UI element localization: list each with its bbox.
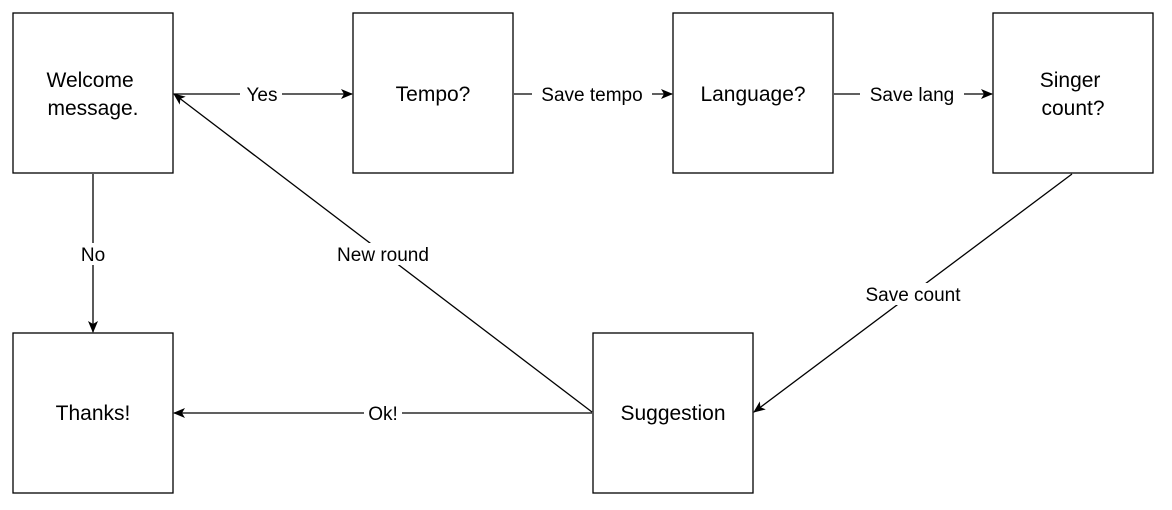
edge-save-count: Save count bbox=[753, 173, 1073, 413]
node-welcome-text: Welcome message. bbox=[47, 69, 140, 120]
node-singer-count-line-1: Singer bbox=[1040, 69, 1101, 92]
edge-new-round-label: New round bbox=[337, 245, 429, 266]
edge-save-tempo: Save tempo bbox=[514, 83, 673, 106]
edge-yes-label: Yes bbox=[247, 85, 278, 106]
edge-new-round: New round bbox=[173, 93, 593, 413]
edge-yes: Yes bbox=[174, 83, 353, 106]
node-language: Language? bbox=[672, 12, 834, 174]
node-suggestion: Suggestion bbox=[592, 332, 754, 494]
edge-no: No bbox=[74, 174, 112, 333]
node-welcome: Welcome message. bbox=[12, 12, 174, 174]
edge-ok-label: Ok! bbox=[368, 404, 398, 425]
node-thanks: Thanks! bbox=[12, 332, 174, 494]
edge-no-label: No bbox=[81, 245, 105, 266]
edge-save-tempo-label: Save tempo bbox=[541, 85, 642, 106]
node-thanks-text: Thanks! bbox=[56, 402, 131, 425]
node-welcome-line-2: message. bbox=[47, 97, 138, 120]
edge-ok: Ok! bbox=[173, 402, 592, 425]
edge-save-lang-label: Save lang bbox=[870, 85, 955, 106]
node-singer-count-text: Singer count? bbox=[1040, 69, 1107, 120]
node-tempo: Tempo? bbox=[352, 12, 514, 174]
node-singer-count-line-2: count? bbox=[1041, 97, 1104, 120]
node-welcome-line-1: Welcome bbox=[47, 69, 134, 92]
node-language-text: Language? bbox=[700, 83, 805, 106]
node-suggestion-text: Suggestion bbox=[620, 402, 725, 425]
edge-save-count-label: Save count bbox=[865, 285, 961, 306]
node-tempo-text: Tempo? bbox=[396, 83, 471, 106]
edge-save-lang: Save lang bbox=[834, 83, 993, 106]
node-singer-count: Singer count? bbox=[992, 12, 1154, 174]
